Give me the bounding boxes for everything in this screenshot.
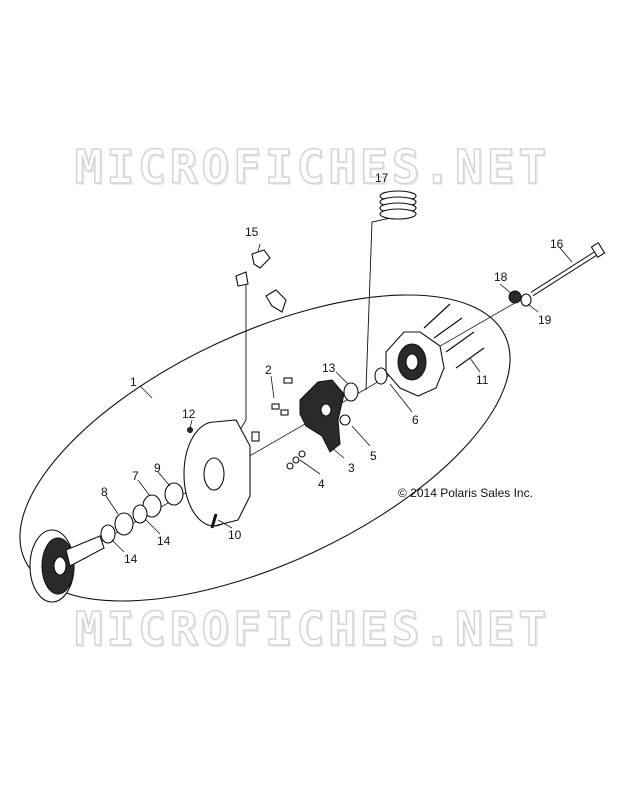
washers-4 — [286, 450, 306, 470]
callout-14-upper: 14 — [157, 534, 171, 548]
callout-7: 7 — [132, 469, 139, 483]
callout-11: 11 — [476, 373, 489, 387]
ring-14a-part — [132, 504, 148, 524]
ring-14b-part — [100, 524, 116, 544]
callout-18: 18 — [494, 270, 508, 284]
long-bolt-part — [530, 242, 606, 297]
bushing-part — [374, 367, 388, 385]
callout-2: 2 — [265, 363, 272, 377]
callout-13: 13 — [322, 361, 336, 375]
callout-9: 9 — [154, 461, 161, 475]
callout-16: 16 — [550, 237, 564, 251]
callout-4: 4 — [318, 477, 325, 491]
copyright-notice: © 2014 Polaris Sales Inc. — [398, 486, 533, 500]
callout-14-lower: 14 — [124, 552, 138, 566]
callout-5: 5 — [370, 449, 377, 463]
callout-17: 17 — [375, 171, 389, 185]
callout-leaders — [105, 243, 573, 553]
callout-1: 1 — [130, 375, 137, 389]
watermark-top: MICROFICHES.NET — [74, 139, 551, 195]
callout-8: 8 — [101, 485, 108, 499]
fixed-sheave-part — [29, 529, 105, 603]
ring-13-part — [343, 382, 359, 402]
callout-6: 6 — [412, 413, 419, 427]
callout-10: 10 — [228, 528, 242, 542]
watermark-bottom: MICROFICHES.NET — [74, 601, 551, 657]
spider-part — [299, 379, 345, 453]
leader-15 — [239, 280, 247, 431]
callout-12: 12 — [182, 407, 196, 421]
pin-10-part — [210, 513, 218, 529]
callout-15: 15 — [245, 225, 259, 239]
cover-part — [385, 331, 445, 397]
roller-parts — [235, 249, 287, 313]
pins-2 — [271, 377, 293, 416]
assembly-outline — [19, 294, 511, 602]
cover-bolts — [423, 303, 485, 369]
bearing-9-part — [164, 482, 184, 506]
callout-19: 19 — [538, 313, 552, 327]
ball-5-part — [339, 414, 351, 426]
ring-8-part — [114, 512, 134, 536]
spring-part — [379, 190, 417, 220]
washer-part — [520, 293, 532, 307]
moveable-sheave-part — [183, 419, 260, 527]
callout-3: 3 — [348, 461, 355, 475]
